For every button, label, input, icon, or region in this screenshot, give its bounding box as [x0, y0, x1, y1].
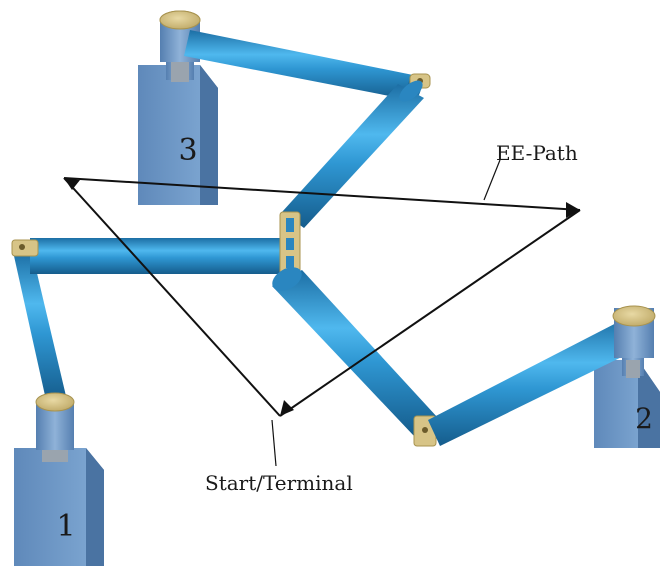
base-3: 3	[138, 10, 218, 205]
moving-platform	[279, 211, 301, 277]
ee-path-arrowhead	[64, 178, 80, 190]
base-1-block	[14, 448, 86, 566]
ee-path-segment-2	[63, 177, 581, 211]
base-1: 1	[14, 392, 104, 566]
base-3-label: 3	[178, 133, 197, 168]
base-2-label: 2	[635, 402, 653, 435]
arm-3-distal-link	[282, 80, 424, 228]
arm-1-distal-link	[11, 238, 286, 274]
ee-path	[63, 177, 581, 417]
ee-path-label: EE-Path	[496, 141, 578, 165]
ee-path-arrowhead	[566, 202, 580, 218]
arm-2-distal-link	[272, 267, 438, 447]
arm-1-proximal-link	[14, 252, 66, 400]
start-terminal-leader-line	[271, 419, 277, 467]
arm-1-elbow-joint	[11, 239, 39, 257]
ee-path-leader-line	[483, 159, 501, 201]
ee-path-arrowhead	[280, 400, 294, 416]
base-3-block	[138, 65, 200, 205]
base-1-cap	[35, 392, 75, 412]
ee-path-segment-1	[63, 177, 281, 417]
ee-path-segment-3	[279, 209, 581, 417]
base-1-label: 1	[56, 509, 75, 544]
base-2-cap	[612, 305, 656, 327]
arm-2-proximal-link	[428, 305, 656, 446]
start-terminal-label: Start/Terminal	[205, 471, 353, 495]
base-2: 2	[594, 336, 660, 448]
